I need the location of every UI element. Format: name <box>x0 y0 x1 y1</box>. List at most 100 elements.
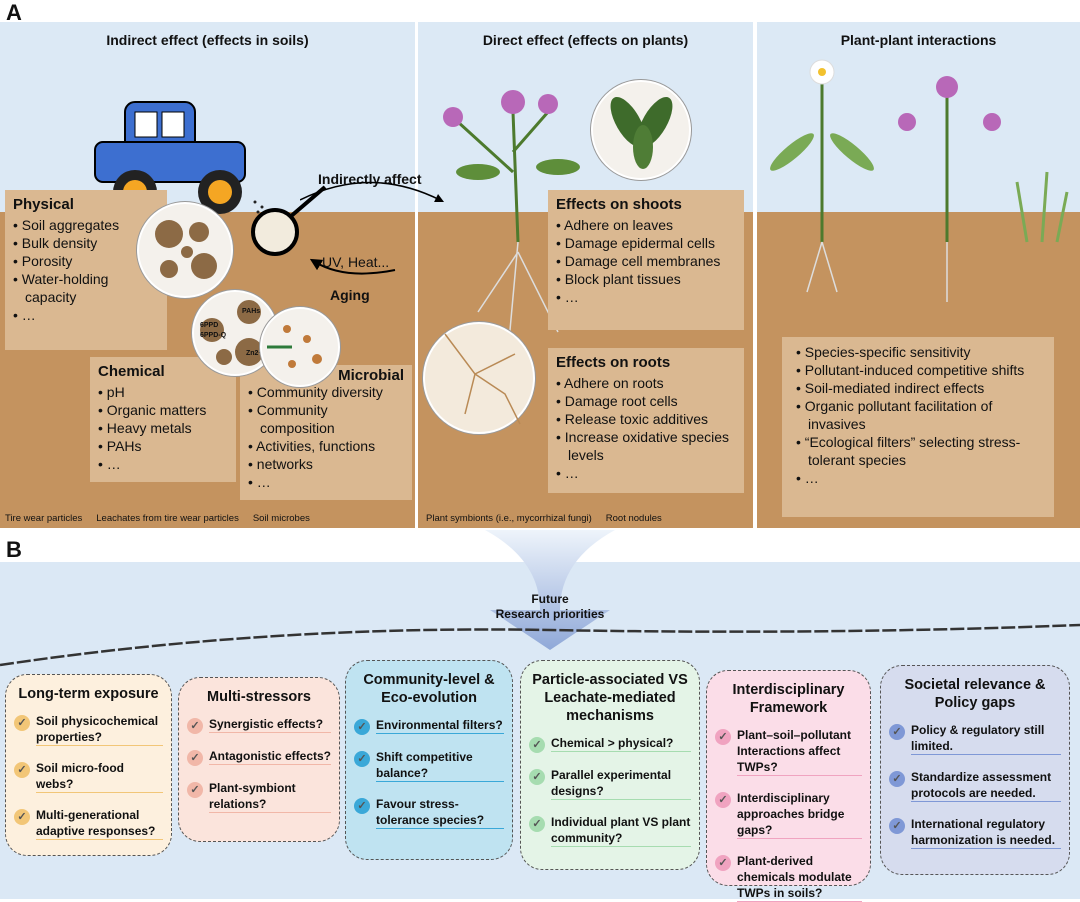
research-card: Multi-stressors✓Synergistic effects?✓Ant… <box>178 677 340 842</box>
card-title: Community-level & Eco-evolution <box>363 672 495 706</box>
check-icon: ✓ <box>889 818 905 834</box>
list-item: … <box>556 288 736 306</box>
check-icon: ✓ <box>354 751 370 767</box>
plant-interactions-box: Species-specific sensitivityPollutant-in… <box>782 337 1054 517</box>
panel-title: Plant-plant interactions <box>840 32 997 48</box>
list-item: PAHs <box>98 437 228 455</box>
list-item: Water-holding capacity <box>13 270 159 306</box>
list-item: Adhere on roots <box>556 374 736 392</box>
list-item: … <box>13 306 159 324</box>
physical-title: Physical <box>13 196 74 213</box>
list-item: Damage root cells <box>556 392 736 410</box>
card-item: ✓Individual plant VS plant community? <box>529 814 691 847</box>
item-text: Synergistic effects? <box>209 716 331 733</box>
panel-b: Future Research priorities Long-term exp… <box>0 530 1080 902</box>
item-text: Parallel experimental designs? <box>551 767 691 800</box>
label-line: Research priorities <box>495 607 605 621</box>
check-icon: ✓ <box>529 769 545 785</box>
6ppd-q-label: 6PPD-Q <box>200 332 227 339</box>
card-item: ✓Plant-symbiont relations? <box>187 780 331 813</box>
item-text: Plant-derived chemicals modulate TWPs in… <box>737 853 862 902</box>
check-icon: ✓ <box>715 855 731 871</box>
plants-icon <box>770 59 1069 302</box>
research-arrow-icon <box>0 530 1080 667</box>
legend: Tire wear particles Leachates from tire w… <box>5 513 324 524</box>
list-item: Activities, functions <box>248 437 404 455</box>
list-item: “Ecological filters” selecting stress-to… <box>796 433 1046 469</box>
clover-plant-icon <box>443 90 580 353</box>
card-title: Long-term exposure <box>18 686 159 702</box>
check-icon: ✓ <box>529 816 545 832</box>
curved-arrow-icon <box>300 181 445 203</box>
chemical-title: Chemical <box>98 363 165 380</box>
check-icon: ✓ <box>14 715 30 731</box>
item-text: Soil micro-food webs? <box>36 760 163 793</box>
magnifier-icon <box>251 185 396 275</box>
check-icon: ✓ <box>715 792 731 808</box>
list-item: Damage epidermal cells <box>556 234 736 252</box>
indirect-effect-panel: Indirect effect (effects in soils) Physi… <box>0 22 415 528</box>
legend-item: Leachates from tire wear particles <box>96 513 239 524</box>
item-text: Chemical > physical? <box>551 735 691 752</box>
legend: Plant symbionts (i.e., mycorrhizal fungi… <box>426 513 676 524</box>
indirectly-affect-label: Indirectly affect <box>318 171 422 187</box>
check-icon: ✓ <box>889 771 905 787</box>
legend-item: Plant symbionts (i.e., mycorrhizal fungi… <box>426 513 592 524</box>
card-item: ✓ Standardize assessment protocols are ne… <box>889 769 1061 802</box>
item-text: Standardize assessment protocols are nee… <box>911 769 1061 802</box>
check-icon: ✓ <box>354 719 370 735</box>
list-item: Species-specific sensitivity <box>796 343 1046 361</box>
zn-label: Zn2+ <box>246 350 263 357</box>
item-text: Shift competitive balance? <box>376 749 504 782</box>
check-icon: ✓ <box>354 798 370 814</box>
card-item: ✓ Environmental filters? <box>354 717 504 735</box>
microbial-box: Microbial Community diversityCommunity c… <box>240 365 412 500</box>
research-card: Particle-associated VS Leachate-mediated… <box>520 660 700 870</box>
list-item: pH <box>98 383 228 401</box>
roots-title: Effects on roots <box>556 354 671 371</box>
panel-a-label: A <box>6 0 22 25</box>
uv-heat-label: UV, Heat... <box>322 254 390 270</box>
card-item: ✓ Shift competitive balance? <box>354 749 504 782</box>
future-research-label: Future Research priorities <box>450 592 650 622</box>
list-item: Block plant tissues <box>556 270 736 288</box>
item-text: Plant–soil–pollutant Interactions affect… <box>737 727 862 776</box>
root-closeup-circle <box>423 322 535 434</box>
item-text: Favour stress-tolerance species? <box>376 796 504 829</box>
list-item: … <box>556 464 736 482</box>
list-item: … <box>98 455 228 473</box>
list-item: Damage cell membranes <box>556 252 736 270</box>
item-text: Interdisciplinary approaches bridge gaps… <box>737 790 862 839</box>
card-item: ✓Synergistic effects? <box>187 716 331 734</box>
research-card: Societal relevance & Policy gaps✓Policy … <box>880 665 1070 875</box>
check-icon: ✓ <box>529 737 545 753</box>
chemical-box: Chemical pHOrganic mattersHeavy metalsPA… <box>90 357 236 482</box>
list-item: Heavy metals <box>98 419 228 437</box>
item-text: Multi-generational adaptive responses? <box>36 807 163 840</box>
legend-item: Root nodules <box>605 513 662 524</box>
label-line: Future <box>531 592 569 606</box>
list-item: Organic matters <box>98 401 228 419</box>
card-item: ✓ Multi-generational adaptive responses? <box>14 807 163 840</box>
6ppd-label: 6PPD <box>200 322 219 329</box>
panel-b-label: B <box>6 537 22 562</box>
list-item: Adhere on leaves <box>556 216 736 234</box>
card-item: ✓International regulatory harmonization … <box>889 816 1061 849</box>
card-title: Societal relevance & Policy gaps <box>904 677 1046 711</box>
item-text: Environmental filters? <box>376 718 504 734</box>
legend-item: Tire wear particles <box>5 513 83 524</box>
microbe-circle <box>260 307 340 387</box>
item-text: Policy & regulatory still limited. <box>911 722 1061 755</box>
pahs-label: PAHs <box>242 308 261 315</box>
card-item: ✓ Interdisciplinary approaches bridge gap… <box>715 790 862 839</box>
card-title: Multi-stressors <box>207 689 311 705</box>
card-title: Interdisciplinary Framework <box>732 682 845 716</box>
card-item: ✓ Plant-derived chemicals modulate TWPs i… <box>715 853 862 902</box>
card-item: ✓Policy & regulatory still limited. <box>889 722 1061 755</box>
list-item: Organic pollutant facilitation of invasi… <box>796 397 1046 433</box>
check-icon: ✓ <box>14 809 30 825</box>
card-item: ✓ Favour stress-tolerance species? <box>354 796 504 829</box>
physical-box: Physical Soil aggregatesBulk densityPoro… <box>5 190 167 350</box>
check-icon: ✓ <box>14 762 30 778</box>
roots-box: Effects on roots Adhere on rootsDamage r… <box>548 348 744 493</box>
